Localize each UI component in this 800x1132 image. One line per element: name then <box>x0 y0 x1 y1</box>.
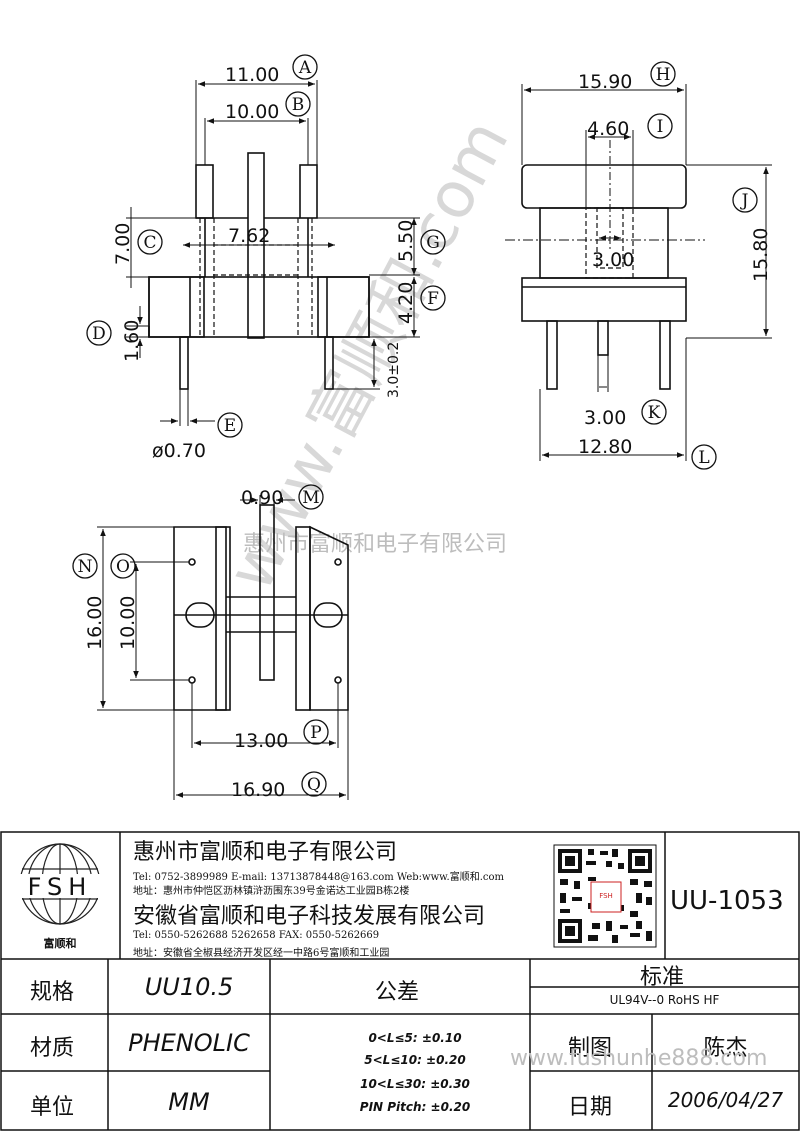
dim-o-value: 10.00 <box>117 596 139 650</box>
letter-k: K <box>641 399 667 425</box>
spec-label: 规格 <box>30 980 75 1005</box>
svg-text:H: H <box>656 65 671 85</box>
qr-logo-letters: FSH <box>599 892 613 900</box>
dim-l-value: 12.80 <box>578 436 632 458</box>
logo-letters: FSH <box>28 873 93 901</box>
svg-text:P: P <box>310 723 321 743</box>
letter-n: N <box>72 553 98 579</box>
dim-d-value: 1.60 <box>121 320 143 362</box>
letter-b: B <box>285 91 311 117</box>
svg-text:K: K <box>648 403 661 423</box>
material-label: 材质 <box>30 1036 75 1061</box>
letter-p: P <box>303 719 329 745</box>
letter-m: M <box>298 484 324 510</box>
svg-text:B: B <box>292 95 305 115</box>
dim-n-value: 16.00 <box>84 596 106 650</box>
dim-f-value: 4.20 <box>395 282 417 324</box>
title-block-grid: FSH 富顺和 FSH <box>0 831 800 1131</box>
standard-value: UL94V--0 RoHS HF <box>609 993 720 1007</box>
svg-text:G: G <box>426 233 440 253</box>
letter-o: O <box>110 553 136 579</box>
tolerance-1: 0<L≤5: ±0.10 <box>368 1031 462 1045</box>
qr-code-icon: FSH <box>553 844 657 948</box>
svg-text:L: L <box>698 448 709 468</box>
part-number: UU-1053 <box>670 886 784 916</box>
side-dimension-lines <box>505 84 772 461</box>
watermark-site: www.fushunhe888.com <box>510 1046 768 1071</box>
svg-text:C: C <box>143 233 156 253</box>
svg-text:E: E <box>224 416 236 436</box>
company-tel-2: Tel: 0550-5262688 5262658 FAX: 0550-5262… <box>133 930 380 941</box>
material-value: PHENOLIC <box>128 1029 250 1057</box>
letter-c: C <box>137 229 163 255</box>
company-tel-1: Tel: 0752-3899989 E-mail: 13713878448@16… <box>133 872 504 883</box>
svg-text:I: I <box>657 117 664 137</box>
svg-text:O: O <box>116 557 130 577</box>
dim-g-value: 5.50 <box>395 220 417 262</box>
letter-q: Q <box>301 771 327 797</box>
company-address-2: 地址：安徽省全椒县经济开发区经一中路6号富顺和工业园 <box>133 948 390 959</box>
letter-h: H <box>650 61 676 87</box>
dim-p-value: 13.00 <box>234 730 288 752</box>
standard-label: 标准 <box>640 965 685 990</box>
watermark-company: 惠州市富顺和电子有限公司 <box>243 532 507 557</box>
letter-f: F <box>420 285 446 311</box>
dim-j-value: 15.80 <box>750 228 772 282</box>
dim-inner-value: 3.00 <box>592 249 634 271</box>
unit-value: MM <box>168 1088 210 1116</box>
logo-caption: 富顺和 <box>44 936 77 950</box>
spec-value: UU10.5 <box>144 973 234 1001</box>
letter-a: A <box>292 54 318 80</box>
svg-text:N: N <box>78 557 93 577</box>
drawn-value: 陈杰 <box>703 1036 748 1061</box>
dim-k-value: 3.00 <box>584 407 626 429</box>
svg-text:F: F <box>427 289 439 309</box>
letter-d: D <box>86 320 112 346</box>
dim-b-value: 10.00 <box>225 101 279 123</box>
svg-text:J: J <box>740 191 749 211</box>
dim-m-value: 0.90 <box>241 487 283 509</box>
letter-g: G <box>420 229 446 255</box>
letter-l: L <box>691 444 717 470</box>
letter-i: I <box>647 113 673 139</box>
dim-i-value: 4.60 <box>587 118 629 140</box>
dim-center-value: 7.62 <box>228 225 270 247</box>
circled-letters: A B C G F D E H I J K L M N O P Q <box>72 54 758 797</box>
company-name-1: 惠州市富顺和电子有限公司 <box>133 840 398 865</box>
front-dimension-lines <box>126 80 420 426</box>
svg-text:A: A <box>298 58 312 78</box>
bottom-dimension-lines <box>97 495 349 800</box>
title-block: FSH 富顺和 FSH 惠州市富顺和电子有限公司 Tel: 075 <box>0 831 800 1132</box>
dim-c-value: 7.00 <box>112 223 134 265</box>
date-value: 2006/04/27 <box>667 1088 784 1112</box>
date-label: 日期 <box>568 1095 613 1120</box>
technical-drawing: www.富顺和.com 惠州市富顺和电子有限公司 <box>72 54 772 801</box>
letter-e: E <box>217 412 243 438</box>
dim-pin-length-value: 3.0±0.2 <box>386 342 402 398</box>
dimension-labels: 11.00 10.00 7.00 7.62 5.50 4.20 1.60 3.0… <box>84 64 772 801</box>
tolerance-3: 10<L≤30: ±0.30 <box>360 1077 470 1091</box>
tolerance-2: 5<L≤10: ±0.20 <box>364 1053 466 1067</box>
svg-text:Q: Q <box>307 775 321 795</box>
side-view <box>521 164 687 390</box>
tolerance-label: 公差 <box>375 980 420 1005</box>
svg-text:M: M <box>302 488 319 508</box>
svg-text:D: D <box>92 324 106 344</box>
unit-label: 单位 <box>30 1095 75 1120</box>
dim-q-value: 16.90 <box>231 779 285 801</box>
dim-h-value: 15.90 <box>578 71 632 93</box>
dim-a-value: 11.00 <box>225 64 279 86</box>
drawn-label: 制图 <box>568 1036 613 1061</box>
company-name-2: 安徽省富顺和电子科技发展有限公司 <box>133 904 486 929</box>
letter-j: J <box>732 187 758 213</box>
company-address-1: 地址：惠州市仲恺区沥林镇浒沥围东39号金诺达工业园B栋2楼 <box>133 886 410 897</box>
dim-e-value: ø0.70 <box>152 440 206 462</box>
tolerance-4: PIN Pitch: ±0.20 <box>359 1100 471 1114</box>
